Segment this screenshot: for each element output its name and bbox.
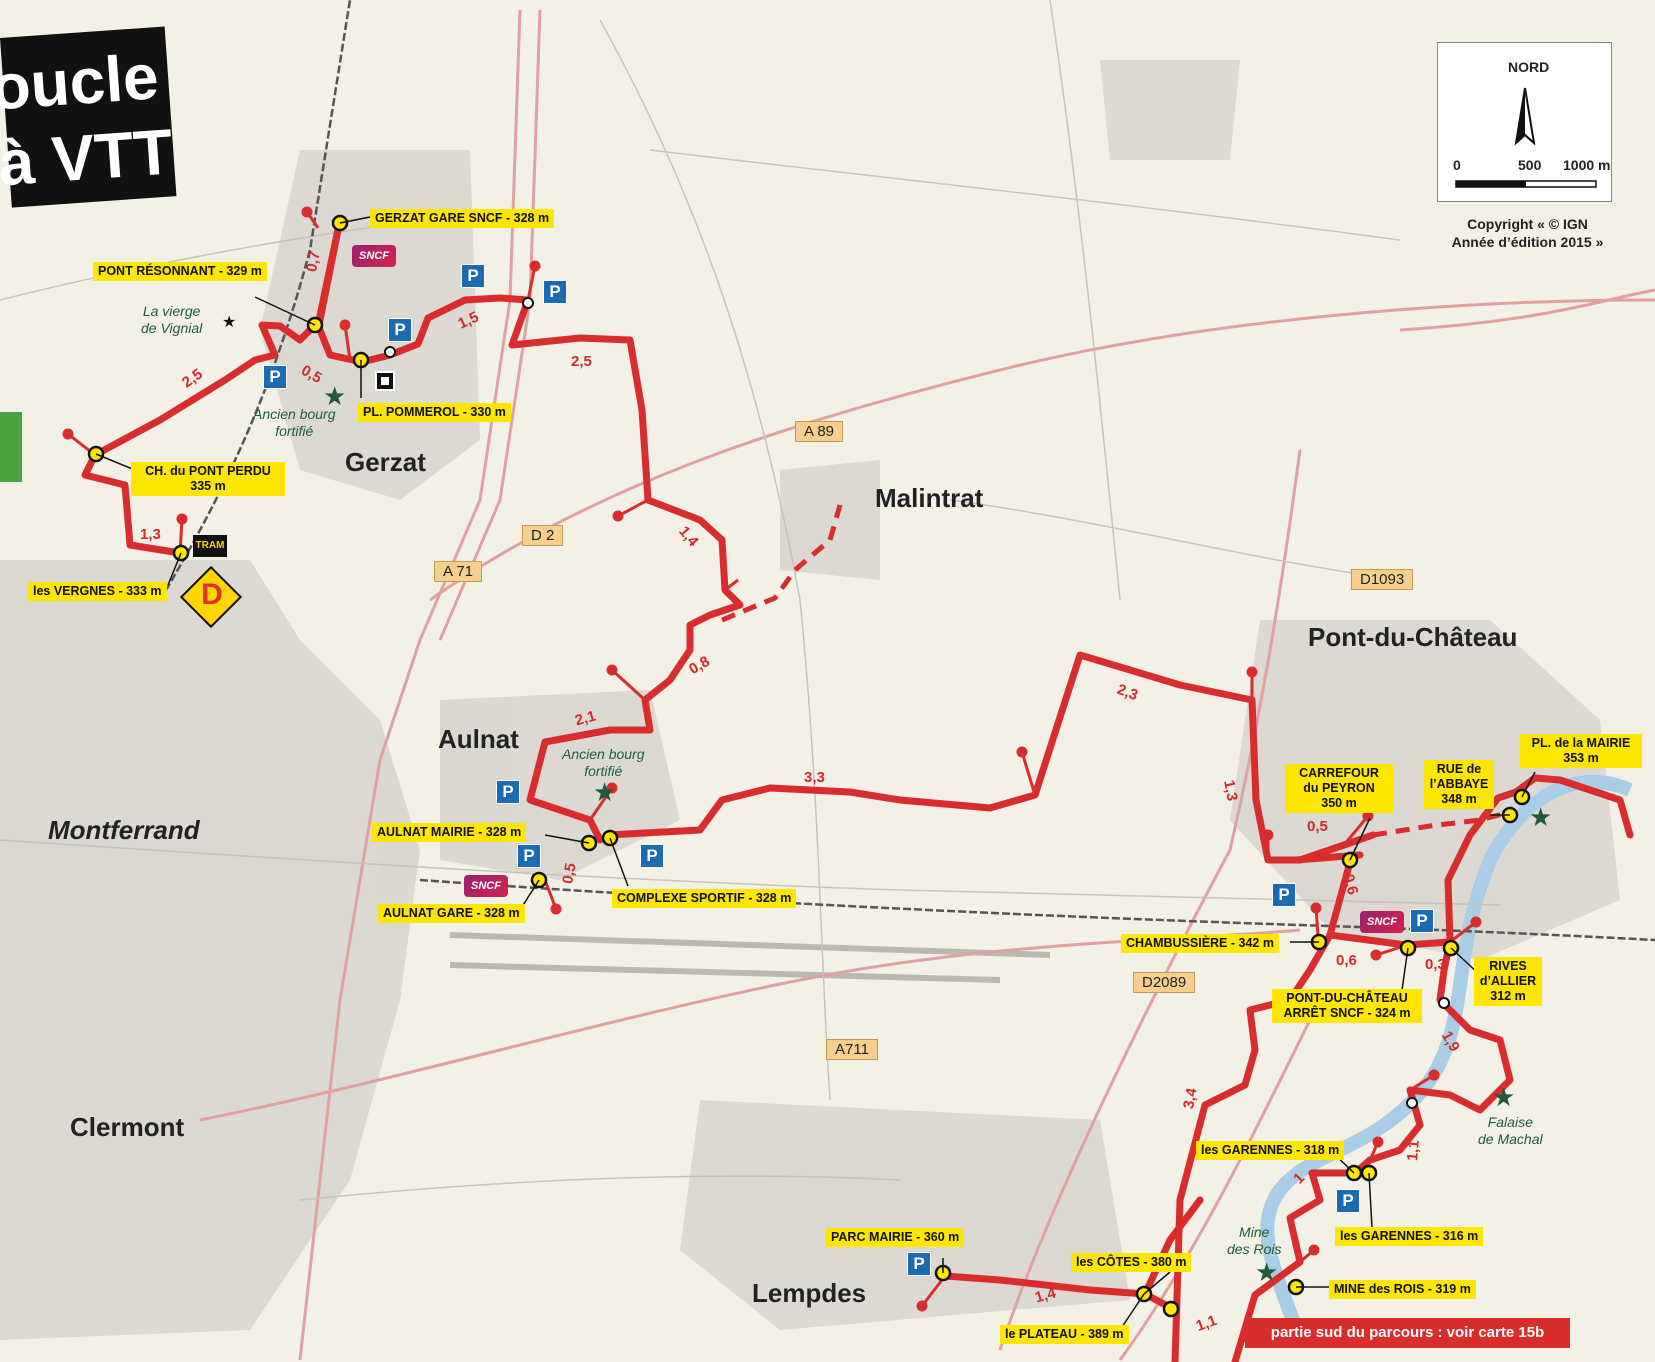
road-a71: A 71 [434,561,483,582]
star-icon: ★ [1529,802,1553,832]
road-d1093: D1093 [1351,569,1414,590]
label-aulnat-gare: AULNAT GARE - 328 m [378,904,525,923]
label-gerzat-gare: GERZAT GARE SNCF - 328 m [370,209,555,228]
info-point-icon [375,371,395,391]
town-montferrand: Montferrand [48,815,200,845]
leader-lines [95,216,1536,1331]
label-mine-rois: MINE des ROIS - 319 m [1329,1280,1476,1299]
title-box: oucle à VTT [0,26,177,208]
label-parc-mairie: PARC MAIRIE - 360 m [826,1228,965,1247]
marker-le-plateau [1162,1300,1180,1318]
parking-icon: P [517,844,541,868]
route-dashed [721,504,1511,838]
poi-bourg-gerzat: Ancien bourg fortifié [253,406,336,439]
north-arrow-icon [1455,87,1597,188]
copyright-line-1: Copyright « © IGN [1467,216,1588,232]
label-pont-perdu: CH. du PONT PERDU 335 m [131,462,285,496]
tram-icon: TRAM [193,535,227,557]
star-icon: ★ [1255,1257,1279,1287]
north-label: NORD [1508,59,1550,75]
parking-icon: P [1336,1189,1360,1213]
parking-icon: P [543,280,567,304]
dist-label: 1,3 [140,526,161,543]
scale-label-0: 0 [1453,157,1461,173]
label-rives-allier: RIVES d’ALLIER 312 m [1474,957,1542,1006]
scale-label-1000: 1000 m [1563,157,1611,173]
copyright-line-2: Année d’édition 2015 » [1451,234,1604,250]
road-d2089: D2089 [1133,972,1196,993]
title-line-1: oucle [0,40,161,124]
parking-icon: P [496,780,520,804]
label-les-cotes: les CÔTES - 380 m [1071,1253,1192,1272]
sncf-logo-icon: SNCF [464,875,508,897]
parking-icon: P [640,844,664,868]
poi-mine: Mine des Rois [1227,1224,1282,1257]
label-garennes-318: les GARENNES - 318 m [1196,1141,1345,1160]
allier-river [1260,774,1633,1343]
dist-label: 0,7 [303,249,324,274]
parking-icon: P [388,318,412,342]
waypoint-markers [87,214,1531,1318]
label-garennes-316: les GARENNES - 316 m [1335,1227,1484,1246]
label-pdc-arret: PONT-DU-CHÂTEAU ARRÊT SNCF - 324 m [1272,989,1422,1023]
copyright: Copyright « © IGN Année d’édition 2015 » [1420,215,1635,251]
town-clermont: Clermont [70,1112,185,1142]
town-aulnat: Aulnat [438,724,519,754]
dist-label: 0,5 [559,861,580,886]
dist-label: 0,6 [1336,952,1357,969]
dist-label: 0,3 [1425,956,1446,973]
star-icon: ★ [593,777,617,807]
poi-bourg-aulnat: Ancien bourg fortifié [562,746,645,779]
town-malintrat: Malintrat [875,483,984,513]
dist-label: 1,1 [1404,1139,1423,1162]
label-les-vergnes: les VERGNES - 333 m [28,582,167,601]
town-gerzat: Gerzat [345,447,426,477]
sncf-logo-icon: SNCF [352,245,396,267]
star-icon: ★ [222,314,237,331]
label-complexe-sportif: COMPLEXE SPORTIF - 328 m [612,889,797,908]
parking-icon: P [1410,909,1434,933]
open-markers [384,297,1450,1109]
parking-icon: P [907,1252,931,1276]
label-pont-resonnant: PONT RÉSONNANT - 329 m [93,262,267,281]
road-a711: A711 [826,1039,878,1060]
urban-areas [0,60,1620,1340]
label-pl-mairie: PL. de la MAIRIE 353 m [1520,734,1642,768]
airport [449,932,1051,983]
poi-falaise: Falaise de Machal [1478,1114,1543,1147]
side-tab [0,412,22,482]
label-rue-abbaye: RUE de l’ABBAYE 348 m [1424,760,1494,809]
label-chambussiere: CHAMBUSSIÈRE - 342 m [1121,934,1279,953]
parking-icon: P [461,264,485,288]
parking-icon: P [1272,883,1296,907]
sncf-logo-icon: SNCF [1360,911,1404,933]
south-route-note[interactable]: partie sud du parcours : voir carte 15b [1245,1318,1570,1348]
label-carrefour-peyron: CARREFOUR du PEYRON 350 m [1285,764,1393,813]
star-icon: ★ [323,381,347,411]
label-le-plateau: le PLATEAU - 389 m [1000,1325,1129,1344]
start-sign-label: D [201,578,223,611]
road-a89: A 89 [795,421,844,442]
poi-vierge: La vierge de Vignial [141,303,203,336]
north-scale-box: NORD 0 500 1000 m [1437,42,1612,202]
minor-roads [0,0,1501,1201]
dist-label: 0,5 [1307,818,1328,835]
dist-label: 1,3 [1220,778,1241,803]
star-icon: ★ [1492,1082,1516,1112]
parking-icon: P [263,365,287,389]
dist-label: 3,4 [1180,1086,1201,1111]
road-d2: D 2 [522,525,564,546]
scale-label-500: 500 [1518,157,1542,173]
town-lempdes: Lempdes [752,1278,867,1308]
label-aulnat-mairie: AULNAT MAIRIE - 328 m [372,823,527,842]
title-line-2: à VTT [0,115,176,200]
town-pont-du-chateau: Pont-du-Château [1308,622,1518,652]
dist-label: 2,5 [571,353,592,370]
route-pins [62,206,1482,1312]
dist-label: 3,3 [804,769,825,786]
label-pl-pommerol: PL. POMMEROL - 330 m [358,403,511,422]
